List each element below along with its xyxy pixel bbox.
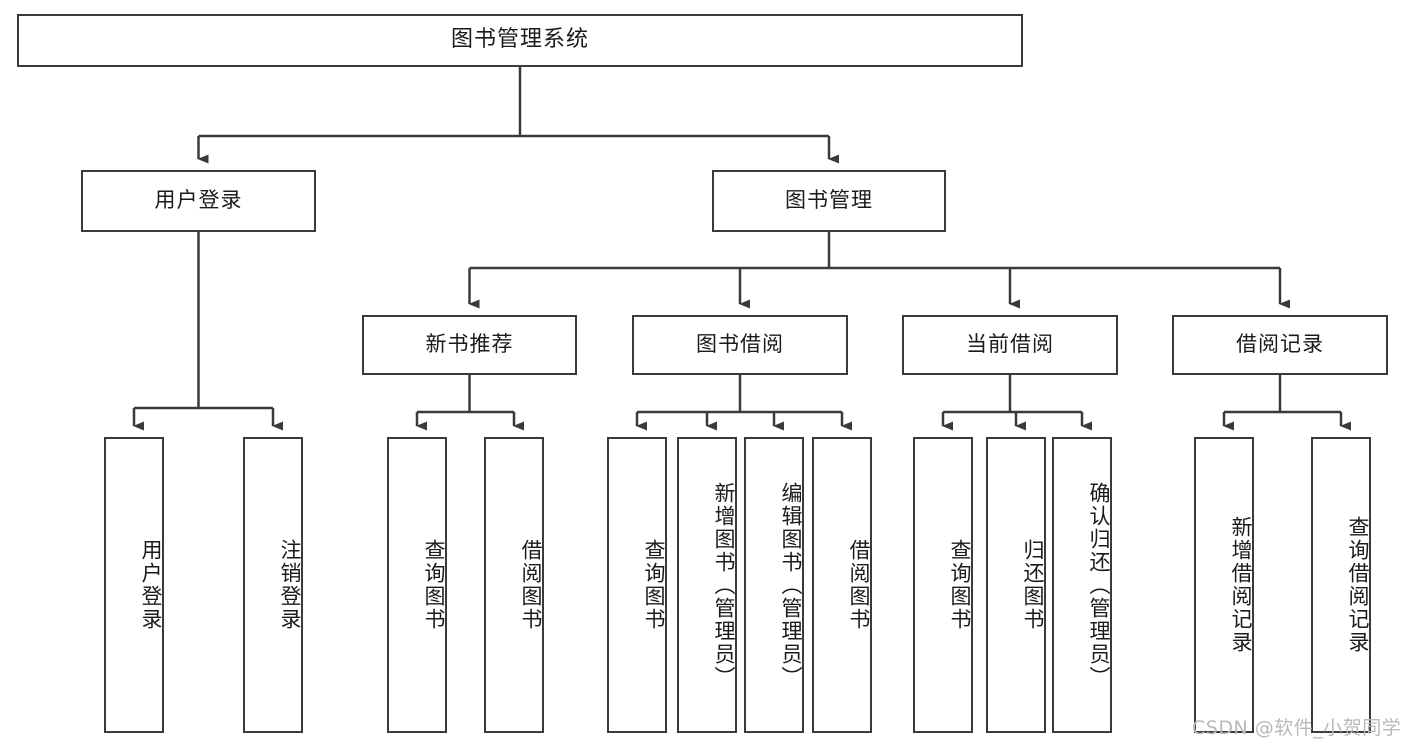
leaf-leaf-query-book-3[interactable]: 查询图书 xyxy=(913,437,973,733)
node-label: 新书推荐 xyxy=(425,332,514,357)
leaf-leaf-query-book-1[interactable]: 查询图书 xyxy=(387,437,447,733)
leaf-leaf-edit-book[interactable]: 编辑图书（管理员） xyxy=(744,437,804,733)
node-label: 查询图书 xyxy=(948,539,972,631)
node-label: 新增借阅记录 xyxy=(1229,516,1253,654)
leaf-leaf-borrow-book-2[interactable]: 借阅图书 xyxy=(812,437,872,733)
node-label: 查询借阅记录 xyxy=(1346,516,1370,654)
node-label: 用户登录 xyxy=(154,188,243,213)
node-label: 归还图书 xyxy=(1021,539,1045,631)
node-label: 借阅图书 xyxy=(847,539,871,631)
leaf-leaf-query-record[interactable]: 查询借阅记录 xyxy=(1311,437,1371,733)
leaf-leaf-confirm-return[interactable]: 确认归还（管理员） xyxy=(1052,437,1112,733)
csdn-watermark: CSDN @软件_小贺同学 xyxy=(1192,717,1402,739)
node-label: 图书借阅 xyxy=(696,332,784,357)
leaf-leaf-borrow-book-1[interactable]: 借阅图书 xyxy=(484,437,544,733)
leaf-leaf-add-record[interactable]: 新增借阅记录 xyxy=(1194,437,1254,733)
node-label: 借阅记录 xyxy=(1236,332,1324,357)
node-book-borrow[interactable]: 图书借阅 xyxy=(632,315,848,375)
leaf-leaf-query-book-2[interactable]: 查询图书 xyxy=(607,437,667,733)
leaf-leaf-user-login[interactable]: 用户登录 xyxy=(104,437,164,733)
node-label: 当前借阅 xyxy=(966,332,1054,357)
node-label: 用户登录 xyxy=(139,539,163,631)
node-user-login[interactable]: 用户登录 xyxy=(81,170,316,232)
leaf-leaf-add-book[interactable]: 新增图书（管理员） xyxy=(677,437,737,733)
node-new-book-rec[interactable]: 新书推荐 xyxy=(362,315,577,375)
leaf-leaf-user-logout[interactable]: 注销登录 xyxy=(243,437,303,733)
node-label: 借阅图书 xyxy=(519,539,543,631)
node-label: 编辑图书（管理员） xyxy=(779,481,803,689)
node-label: 确认归还（管理员） xyxy=(1087,481,1111,689)
node-label: 查询图书 xyxy=(642,539,666,631)
node-label: 图书管理系统 xyxy=(450,27,589,53)
node-label: 查询图书 xyxy=(422,539,446,631)
node-root[interactable]: 图书管理系统 xyxy=(17,14,1023,67)
leaf-leaf-return-book[interactable]: 归还图书 xyxy=(986,437,1046,733)
node-current-borrow[interactable]: 当前借阅 xyxy=(902,315,1118,375)
node-label: 注销登录 xyxy=(278,539,302,631)
node-book-manage[interactable]: 图书管理 xyxy=(712,170,946,232)
node-label: 图书管理 xyxy=(785,188,873,213)
node-label: 新增图书（管理员） xyxy=(712,481,736,689)
node-borrow-record[interactable]: 借阅记录 xyxy=(1172,315,1388,375)
